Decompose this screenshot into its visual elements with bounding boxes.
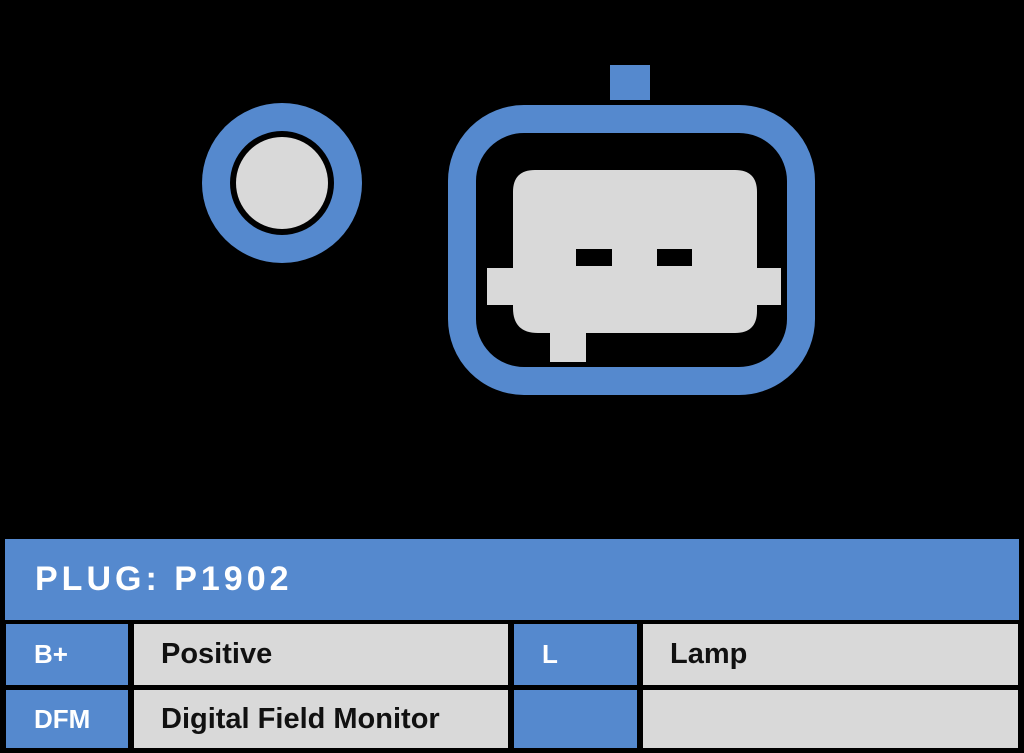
pin-cell-l: L <box>514 624 637 685</box>
connector-body <box>487 170 781 362</box>
plug-title-bar: PLUG: P1902 <box>5 539 1019 620</box>
connector-pin-slot-right <box>657 249 692 266</box>
connector-outer-shell <box>448 105 815 395</box>
description-cell-positive: Positive <box>134 624 508 685</box>
connector-diagram <box>202 65 815 395</box>
pin-cell-dfm: DFM <box>6 690 128 748</box>
plug-title: PLUG: P1902 <box>35 560 293 598</box>
pinout-grid: B+ Positive L Lamp DFM Digital Field Mon… <box>6 624 1018 748</box>
terminal-inner-hole <box>236 137 328 229</box>
pin-cell-empty <box>514 690 637 748</box>
plug-connector-icon <box>448 65 815 395</box>
description-cell-empty <box>643 690 1018 748</box>
pinout-table: PLUG: P1902 B+ Positive L Lamp DFM Digit… <box>0 535 1024 753</box>
pin-cell-b-plus: B+ <box>6 624 128 685</box>
connector-key-tab <box>610 65 650 100</box>
description-cell-lamp: Lamp <box>643 624 1018 685</box>
terminal-hole-icon <box>202 103 362 263</box>
connector-pin-slot-left <box>576 249 612 266</box>
description-cell-dfm: Digital Field Monitor <box>134 690 508 748</box>
